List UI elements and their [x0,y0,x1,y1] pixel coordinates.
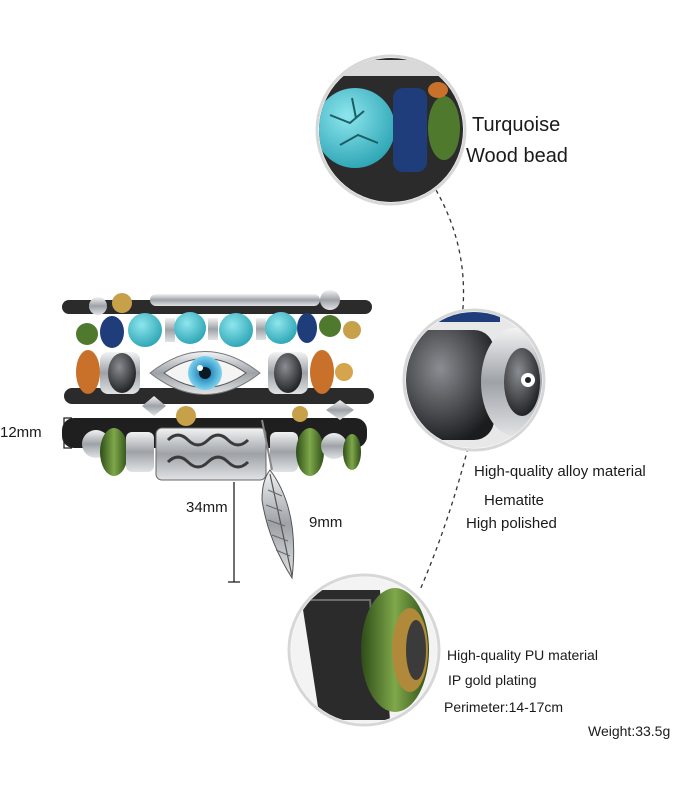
bracelet-stack [62,290,374,580]
label-width-dimension: 12mm [0,424,42,441]
zoom-circle-hematite [402,308,546,452]
zoom-circle-turquoise [315,54,467,206]
label-ip-gold-plating: IP gold plating [448,672,537,688]
label-pu-material: High-quality PU material [447,647,598,663]
label-alloy-material: High-quality alloy material [474,463,646,480]
feather-pendant [261,419,295,580]
label-weight: Weight:33.5g [588,723,671,739]
label-perimeter: Perimeter:14-17cm [444,699,564,715]
zoom-circle-pu-leather [287,573,441,727]
label-pendant-length: 34mm [186,499,228,516]
label-hematite: Hematite [484,492,545,509]
dimension-pendant-line [228,482,240,583]
label-turquoise: Turquoise [472,114,561,136]
label-high-polished: High polished [466,515,557,532]
label-wood-bead: Wood bead [466,145,568,167]
label-pendant-width: 9mm [309,514,343,531]
connector-dashed-line [419,189,471,591]
